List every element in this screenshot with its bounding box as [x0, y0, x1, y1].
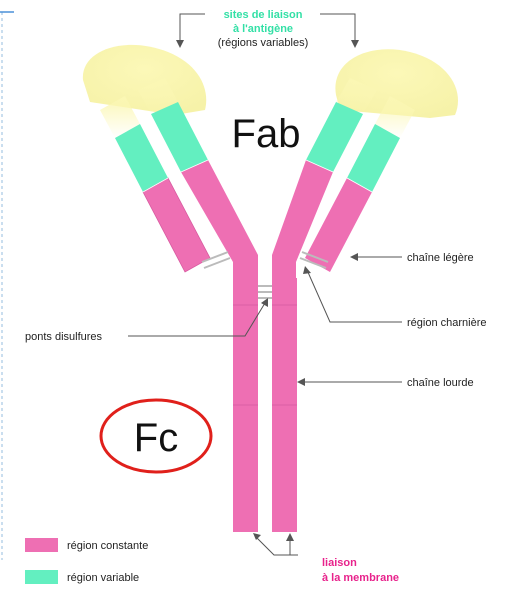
hinge-region-label: région charnière	[407, 317, 487, 329]
hinge-region-leader	[307, 270, 402, 322]
heavy-chain-stem-left	[233, 278, 258, 532]
antigen-sites-label-line3: (régions variables)	[218, 37, 308, 49]
membrane-label-line1: liaison	[322, 557, 357, 569]
legend-label-variable: région variable	[67, 572, 139, 584]
fab-label: Fab	[232, 112, 301, 156]
antigen-site-left	[83, 45, 206, 115]
membrane-arrow-right	[286, 533, 294, 541]
antigen-sites-label-line2: à l'antigène	[233, 23, 293, 35]
heavy-chain-stem-right	[272, 278, 297, 532]
disulfide-label: ponts disulfures	[25, 331, 103, 343]
light-chain-arrow	[350, 253, 358, 261]
heavy-chain-arrow	[297, 378, 305, 386]
antigen-sites-label-line1: sites de liaison	[224, 9, 303, 21]
heavy-chain-label: chaîne lourde	[407, 377, 474, 389]
membrane-arrow-left	[253, 533, 261, 540]
membrane-label-line2: à la membrane	[322, 572, 399, 584]
legend-swatch-variable	[25, 570, 58, 584]
legend-swatch-constant	[25, 538, 58, 552]
light-chain-label: chaîne légère	[407, 252, 474, 264]
fc-label: Fc	[134, 416, 178, 460]
disulfide-arrow	[261, 298, 268, 307]
legend: région constante région variable	[25, 538, 148, 584]
hinge-disulfide-bridges	[258, 286, 272, 298]
legend-label-constant: région constante	[67, 540, 148, 552]
hinge-region-arrow	[303, 266, 311, 274]
